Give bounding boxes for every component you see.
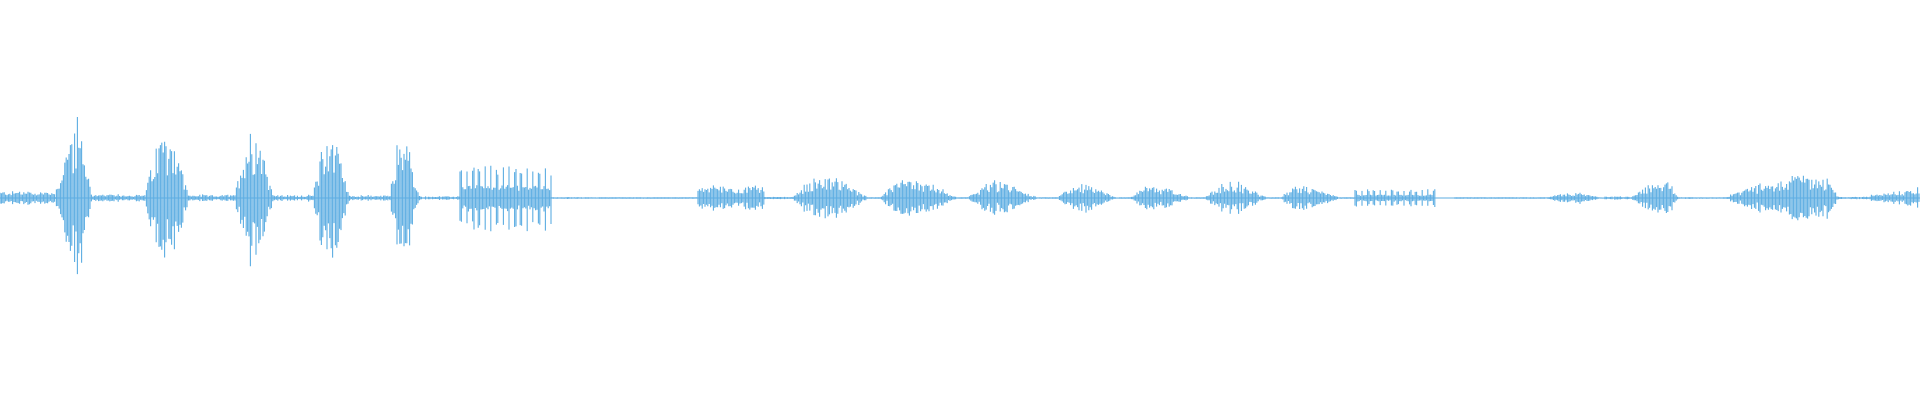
waveform-trace (0, 117, 1920, 275)
